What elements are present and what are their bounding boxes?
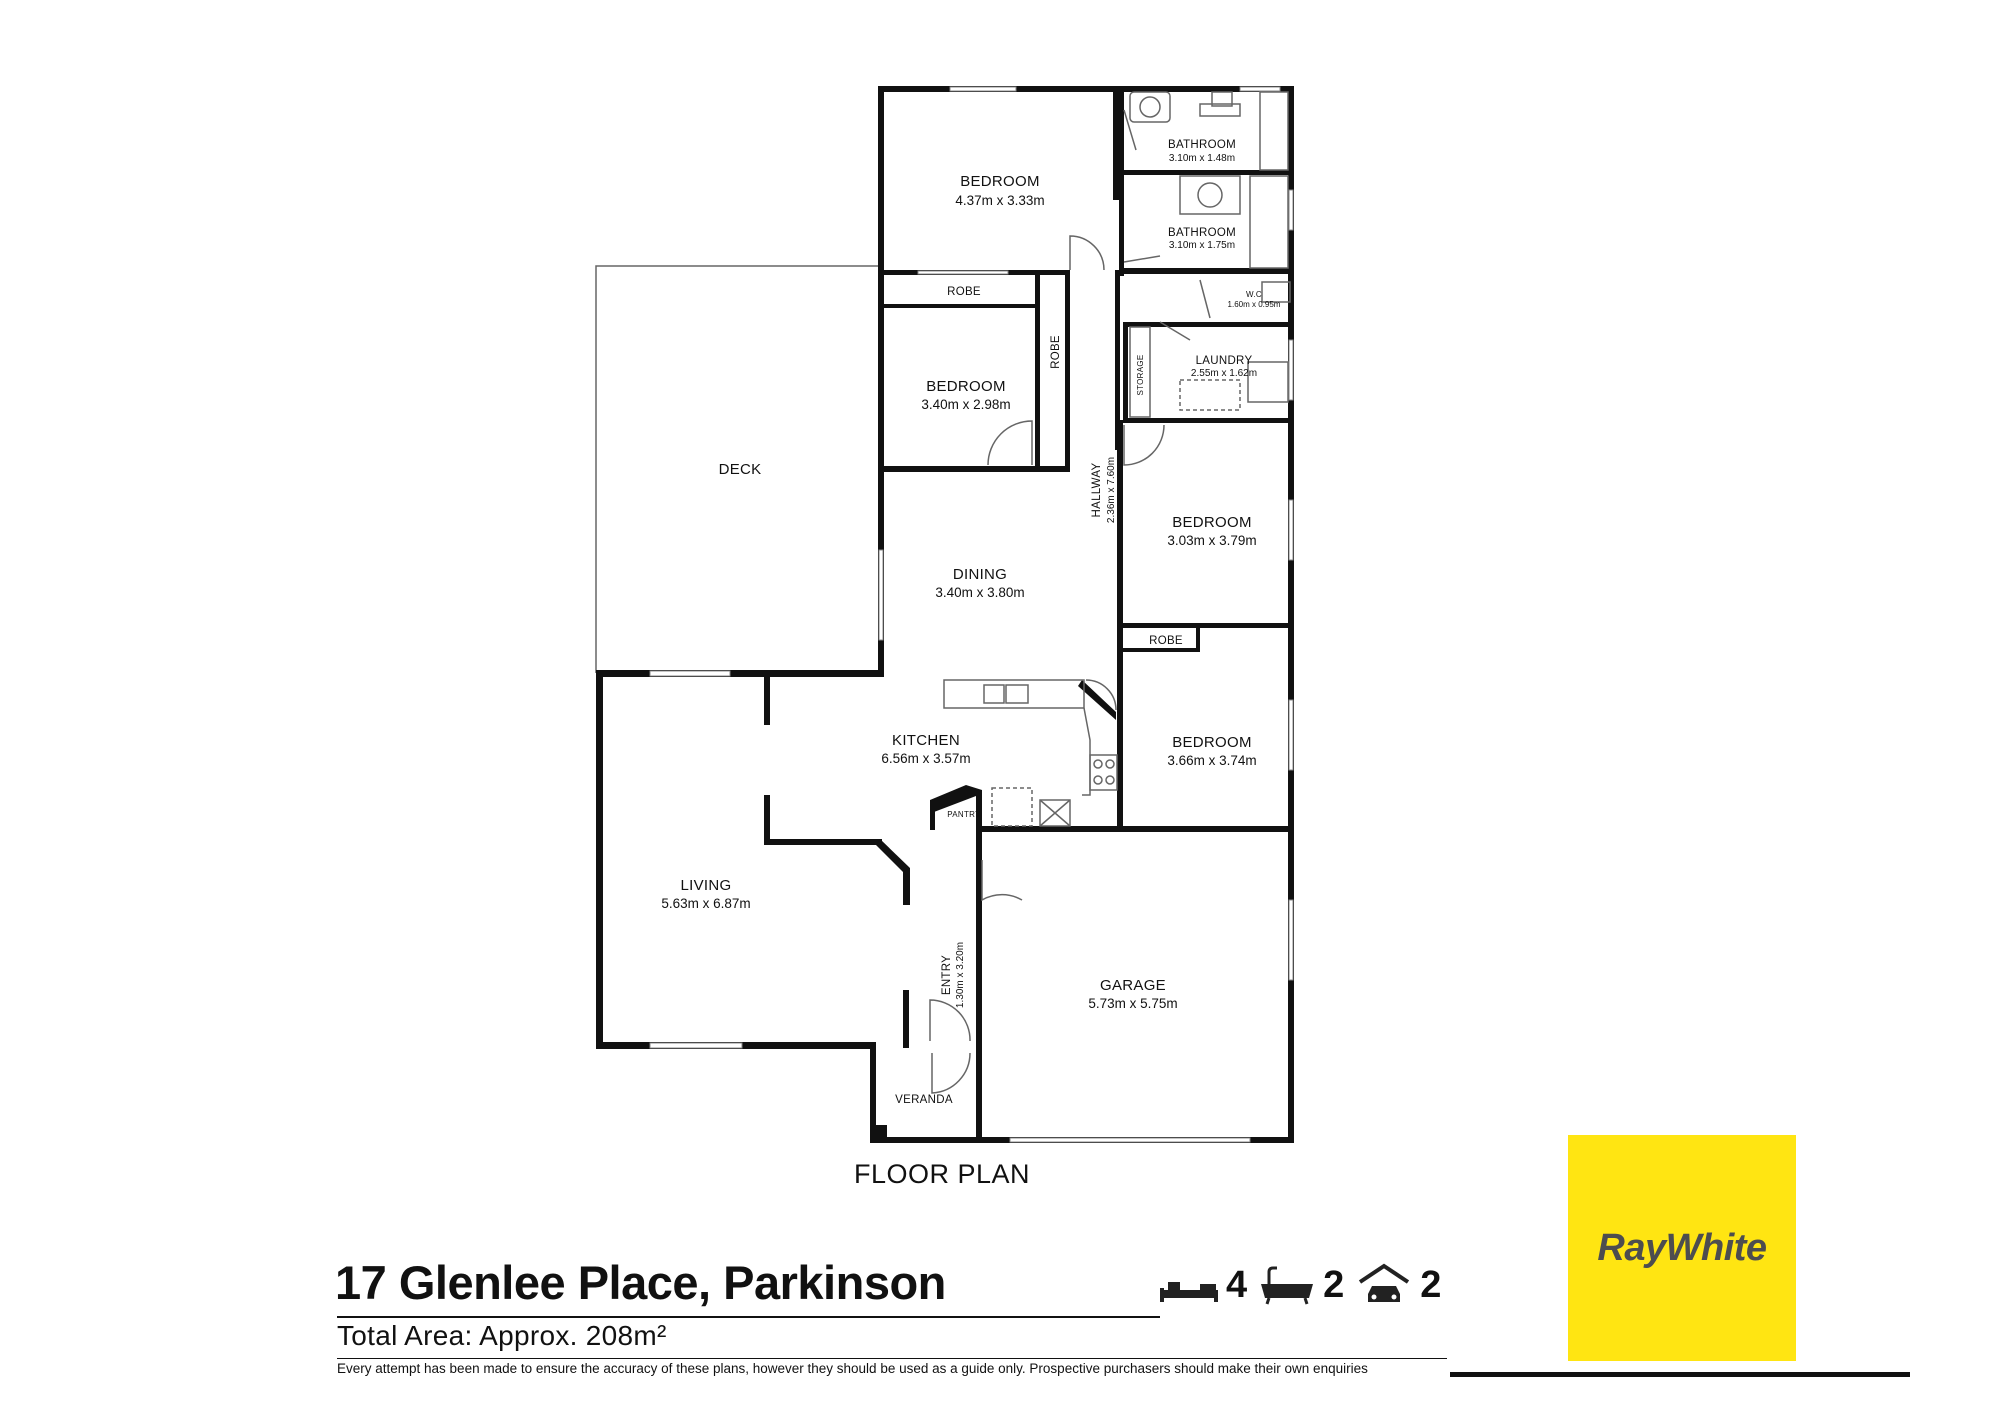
bathroom2-size: 3.10m x 1.75m bbox=[1169, 240, 1235, 251]
bath-icon bbox=[1257, 1262, 1317, 1308]
brand-logo: RayWhite bbox=[1568, 1135, 1796, 1361]
bedroom4-size: 3.66m x 3.74m bbox=[1167, 753, 1256, 768]
garage-car-icon bbox=[1354, 1262, 1414, 1308]
hallway-size: 2.36m x 7.60m bbox=[1106, 457, 1117, 523]
disclaimer: Every attempt has been made to ensure th… bbox=[337, 1361, 1368, 1376]
plan-title: FLOOR PLAN bbox=[854, 1159, 1030, 1189]
pantry-label: PANTRY bbox=[947, 810, 981, 819]
bedrooms-count: 4 bbox=[1226, 1263, 1248, 1306]
bathroom2-label: BATHROOM bbox=[1168, 227, 1236, 239]
property-stats: 4 2 2 bbox=[1160, 1262, 1451, 1308]
deck-area bbox=[595, 265, 884, 673]
total-area: Total Area: Approx. 208m² bbox=[337, 1320, 667, 1351]
robe3-label: ROBE bbox=[1149, 635, 1183, 647]
bedroom2-size: 3.40m x 2.98m bbox=[921, 397, 1010, 412]
windows bbox=[649, 86, 1294, 1143]
brand-name: RayWhite bbox=[1597, 1226, 1767, 1269]
living-size: 5.63m x 6.87m bbox=[661, 896, 750, 911]
kitchen-label: KITCHEN bbox=[892, 732, 960, 749]
laundry-size: 2.55m x 1.62m bbox=[1191, 368, 1257, 379]
bedroom3-label: BEDROOM bbox=[1172, 514, 1252, 531]
bathrooms-count: 2 bbox=[1323, 1263, 1345, 1306]
bathroom1-label: BATHROOM bbox=[1168, 139, 1236, 151]
wc-label: W.C bbox=[1246, 290, 1262, 299]
property-address: 17 Glenlee Place, Parkinson bbox=[335, 1256, 946, 1309]
veranda-label: VERANDA bbox=[895, 1094, 953, 1106]
entry-label: ENTRY bbox=[941, 955, 953, 995]
garage-label: GARAGE bbox=[1100, 977, 1166, 994]
hallway-label: HALLWAY bbox=[1091, 463, 1103, 518]
address-underline bbox=[337, 1316, 1160, 1318]
bedroom2-label: BEDROOM bbox=[926, 378, 1006, 395]
bedroom3-size: 3.03m x 3.79m bbox=[1167, 533, 1256, 548]
storage-label: STORAGE bbox=[1136, 354, 1145, 395]
living-label: LIVING bbox=[681, 877, 732, 894]
robe2-label: ROBE bbox=[1050, 335, 1062, 369]
deck-label: DECK bbox=[719, 461, 762, 478]
dining-size: 3.40m x 3.80m bbox=[935, 585, 1024, 600]
disclaimer-top-line bbox=[337, 1358, 1447, 1359]
robe1-label: ROBE bbox=[947, 286, 981, 298]
walls bbox=[596, 86, 1294, 1143]
kitchen-size: 6.56m x 3.57m bbox=[881, 751, 970, 766]
laundry-label: LAUNDRY bbox=[1196, 355, 1253, 367]
doors bbox=[929, 109, 1211, 1094]
wc-size: 1.60m x 0.95m bbox=[1228, 300, 1281, 309]
fixtures bbox=[943, 91, 1291, 827]
bed-icon bbox=[1160, 1262, 1220, 1308]
dining-label: DINING bbox=[953, 566, 1007, 583]
garage-size: 5.73m x 5.75m bbox=[1088, 996, 1177, 1011]
bedroom4-label: BEDROOM bbox=[1172, 734, 1252, 751]
room-labels: BEDROOM 4.37m x 3.33m BATHROOM 3.10m x 1… bbox=[661, 139, 1280, 1106]
entry-size: 1.30m x 3.20m bbox=[955, 942, 966, 1008]
bedroom1-label: BEDROOM bbox=[960, 173, 1040, 190]
car-spaces-count: 2 bbox=[1420, 1263, 1442, 1306]
bathroom1-size: 3.10m x 1.48m bbox=[1169, 153, 1235, 164]
bedroom1-size: 4.37m x 3.33m bbox=[955, 193, 1044, 208]
disclaimer-right-line bbox=[1450, 1372, 1910, 1377]
